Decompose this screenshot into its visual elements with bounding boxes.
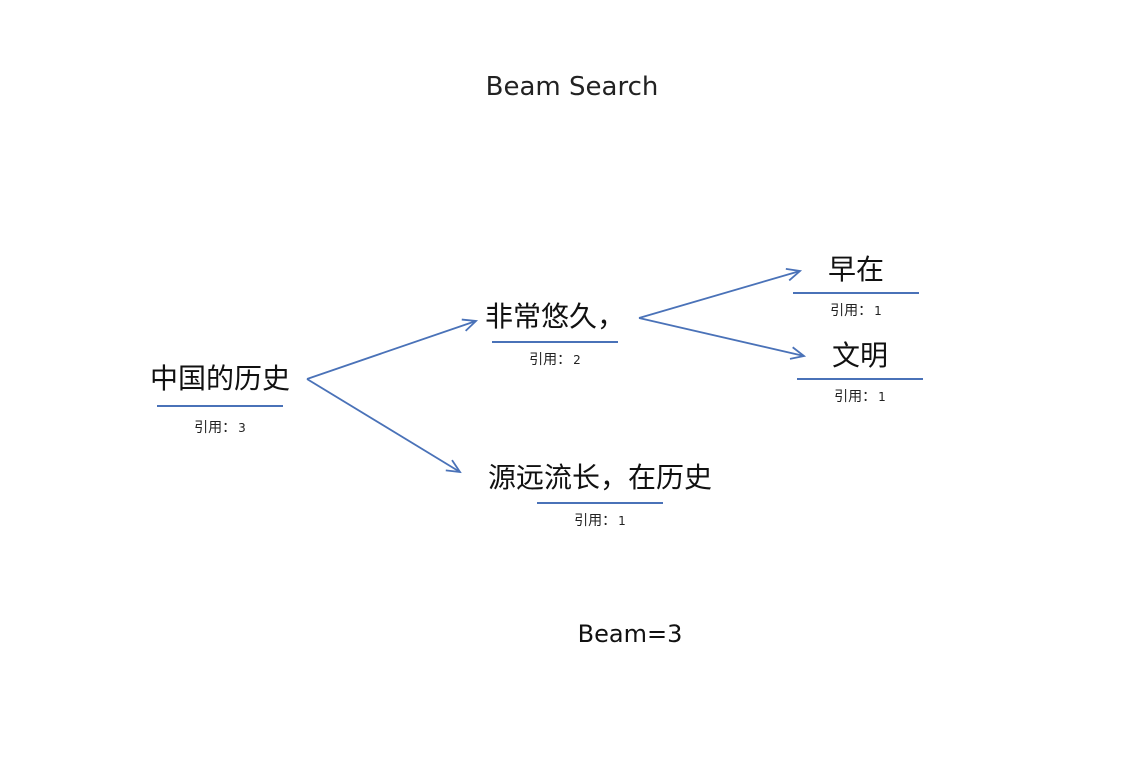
node-n1: 非常悠久， 引用：2 bbox=[480, 299, 630, 369]
node-root-citation: 引用：3 bbox=[140, 417, 300, 437]
citation-label: 引用： bbox=[574, 513, 617, 529]
node-root-text: 中国的历史 bbox=[149, 362, 290, 395]
citation-count: 3 bbox=[238, 421, 246, 435]
edge-n1-to-n1a bbox=[638, 271, 800, 319]
citation-count: 1 bbox=[874, 304, 882, 318]
node-n1b: 文明 引用：1 bbox=[790, 338, 930, 406]
node-n2-text: 源远流长，在历史 bbox=[487, 461, 712, 494]
node-n1-underline bbox=[492, 341, 618, 343]
node-n1a-underline bbox=[793, 292, 919, 294]
citation-label: 引用： bbox=[529, 352, 572, 368]
citation-count: 1 bbox=[618, 514, 626, 528]
node-root-underline bbox=[157, 405, 283, 407]
edge-root-to-n2 bbox=[306, 378, 460, 472]
node-n1-text: 非常悠久， bbox=[484, 300, 625, 333]
citation-label: 引用： bbox=[194, 420, 237, 436]
citation-count: 1 bbox=[878, 390, 886, 404]
diagram-title: Beam Search bbox=[485, 72, 659, 102]
citation-count: 2 bbox=[573, 353, 581, 367]
beam-width-label: Beam=3 bbox=[577, 620, 683, 648]
citation-label: 引用： bbox=[834, 389, 877, 405]
node-root: 中国的历史 引用：3 bbox=[140, 361, 300, 437]
edge-root-to-n1 bbox=[306, 321, 476, 380]
node-n2: 源远流长，在历史 引用：1 bbox=[474, 460, 726, 530]
node-n2-underline bbox=[537, 502, 663, 504]
node-n1-citation: 引用：2 bbox=[480, 349, 630, 369]
node-n2-citation: 引用：1 bbox=[474, 510, 726, 530]
node-n1a-text: 早在 bbox=[827, 253, 884, 286]
node-n1a: 早在 引用：1 bbox=[786, 252, 926, 320]
node-n1b-text: 文明 bbox=[831, 339, 888, 372]
node-n1b-underline bbox=[797, 378, 923, 380]
citation-label: 引用： bbox=[830, 303, 873, 319]
edge-n1-to-n1b bbox=[638, 317, 804, 356]
node-n1a-citation: 引用：1 bbox=[786, 300, 926, 320]
node-n1b-citation: 引用：1 bbox=[790, 386, 930, 406]
